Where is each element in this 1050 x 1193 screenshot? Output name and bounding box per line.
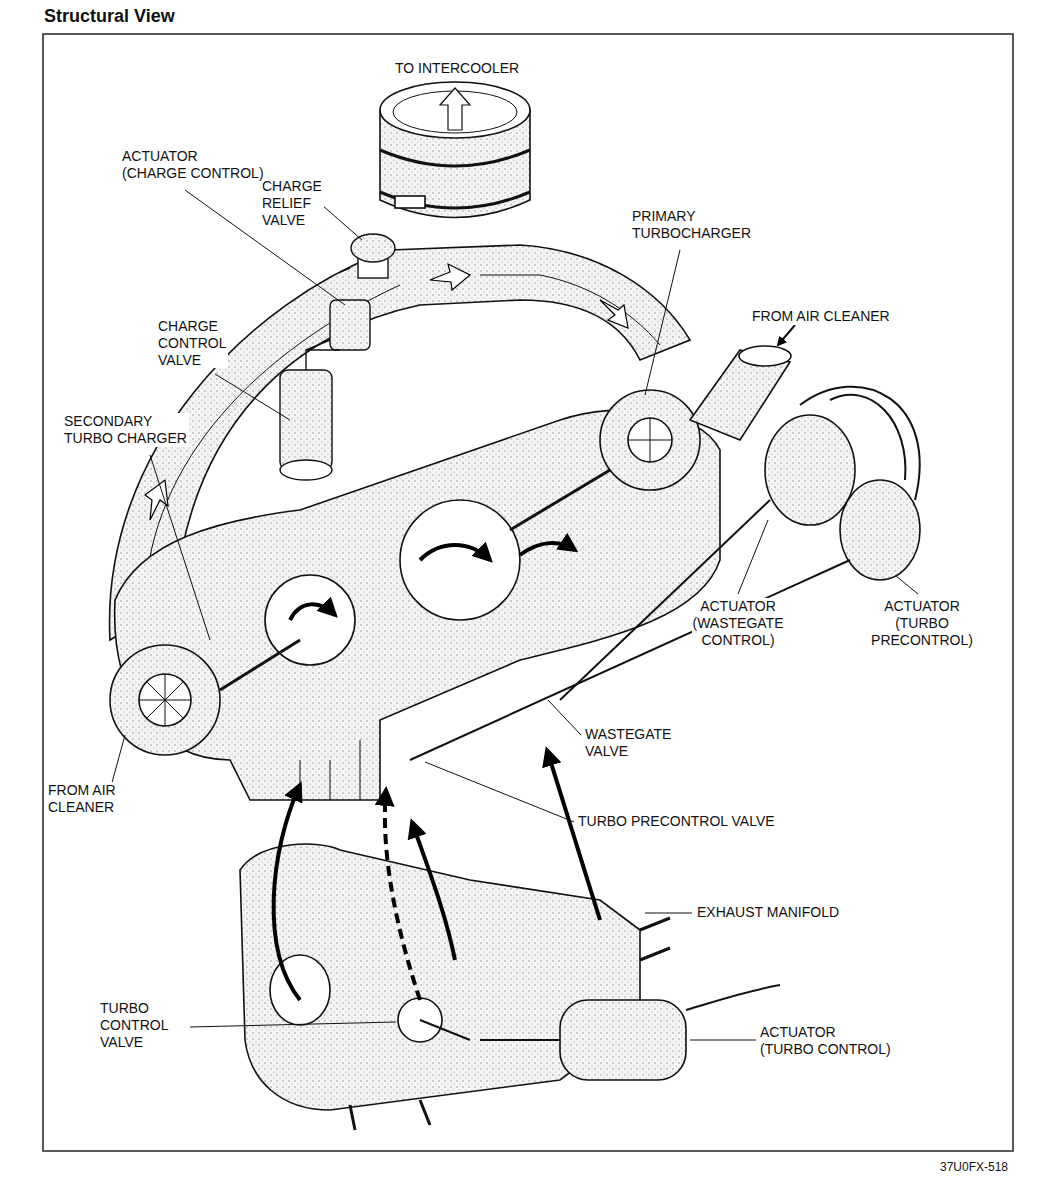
turbo-body xyxy=(265,575,355,665)
primary-compressor xyxy=(600,390,700,490)
intake-flow-arrow xyxy=(600,300,628,328)
part-label: SECONDARY TURBO CHARGER xyxy=(64,413,189,447)
charge-control-valve xyxy=(306,340,330,370)
intercooler-pipe xyxy=(380,82,530,138)
title: Structural View xyxy=(44,6,175,27)
turbo-control-actuator xyxy=(480,985,780,1080)
part-label: WASTEGATE VALVE xyxy=(585,726,673,760)
frame xyxy=(43,34,1013,1151)
charge-control-valve xyxy=(280,460,332,480)
primary-compressor xyxy=(600,390,700,490)
right-actuators xyxy=(840,480,920,580)
turbo-body xyxy=(400,500,520,620)
air-inlet-pipe xyxy=(778,325,795,345)
charge-control-valve xyxy=(280,370,332,470)
intake-flow-arrow xyxy=(430,264,470,290)
part-label: ACTUATOR (TURBO PRECONTROL) xyxy=(870,598,974,648)
part-label: PRIMARY TURBOCHARGER xyxy=(632,208,753,242)
flow-label: FROM AIR CLEANER xyxy=(48,782,118,816)
turbo-body xyxy=(300,740,360,800)
secondary-compressor xyxy=(110,645,220,755)
exhaust-flow-arrow xyxy=(412,822,455,960)
part-label: ACTUATOR (TURBO CONTROL) xyxy=(760,1024,893,1058)
leader-line xyxy=(425,762,574,822)
air-inlet-pipe xyxy=(739,346,791,366)
part-label: TO INTERCOOLER xyxy=(395,60,522,77)
part-label: ACTUATOR (CHARGE CONTROL) xyxy=(122,148,266,182)
right-actuators xyxy=(800,387,920,500)
exhaust-flow-arrow xyxy=(290,604,335,620)
charge-relief-valve xyxy=(340,234,395,278)
leader-line xyxy=(895,575,918,594)
intake-duct xyxy=(480,275,660,345)
leader-line xyxy=(548,700,581,735)
right-actuators xyxy=(410,387,920,760)
figure-code: 37U0FX-518 xyxy=(937,1160,1008,1174)
part-label: TURBO CONTROL VALVE xyxy=(100,1000,170,1050)
leader-line xyxy=(150,455,210,640)
intercooler-pipe xyxy=(380,150,530,166)
leader-line xyxy=(215,374,290,420)
turbo-body xyxy=(220,640,300,690)
leader-line xyxy=(190,1022,396,1027)
intercooler-pipe xyxy=(380,192,530,208)
charge-relief-valve xyxy=(351,234,395,262)
intercooler-pipe xyxy=(380,82,530,218)
part-label: TURBO PRECONTROL VALVE xyxy=(578,813,777,830)
turbo-control-actuator xyxy=(560,1000,686,1080)
right-actuators xyxy=(410,560,850,760)
part-label: ACTUATOR (WASTEGATE CONTROL) xyxy=(692,598,785,648)
charge-control-valve xyxy=(280,300,370,480)
primary-compressor xyxy=(628,418,672,462)
exhaust-manifold xyxy=(270,955,330,1025)
intercooler-pipe xyxy=(395,196,425,208)
part-label: CHARGE CONTROL VALVE xyxy=(158,318,228,368)
secondary-compressor xyxy=(110,645,220,755)
exhaust-manifold xyxy=(420,1020,470,1040)
part-label: EXHAUST MANIFOLD xyxy=(697,904,842,921)
exhaust-manifold xyxy=(240,844,670,1130)
intake-flow-arrow xyxy=(145,264,628,520)
intercooler-pipe xyxy=(440,88,470,130)
right-actuators xyxy=(830,395,905,480)
air-inlet-pipe xyxy=(690,325,795,440)
leader-line xyxy=(645,250,680,395)
leader-line xyxy=(110,190,918,1040)
turbo-control-actuator xyxy=(480,1039,560,1041)
charge-control-valve xyxy=(306,349,340,350)
exhaust-flow-arrow xyxy=(520,543,575,555)
leader-line xyxy=(322,205,362,240)
exhaust-flow-arrow xyxy=(274,785,300,1000)
leader-line xyxy=(645,913,692,914)
leader-line xyxy=(690,1040,756,1041)
exhaust-flow-arrow xyxy=(420,545,490,560)
secondary-compressor xyxy=(139,674,191,726)
turbo-body xyxy=(510,470,610,530)
leader-line xyxy=(738,520,768,594)
turbo-control-actuator xyxy=(686,985,780,1010)
exhaust-flow-arrow xyxy=(274,543,600,1000)
exhaust-flow-arrow xyxy=(385,790,420,1000)
primary-compressor xyxy=(628,418,672,462)
exhaust-flow-arrow xyxy=(547,750,600,920)
flow-label: FROM AIR CLEANER xyxy=(752,308,892,325)
secondary-compressor xyxy=(139,674,191,726)
part-label: CHARGE RELIEF VALVE xyxy=(262,178,324,228)
charge-relief-valve xyxy=(340,268,350,272)
charge-control-valve xyxy=(330,300,370,350)
right-actuators xyxy=(765,415,855,525)
